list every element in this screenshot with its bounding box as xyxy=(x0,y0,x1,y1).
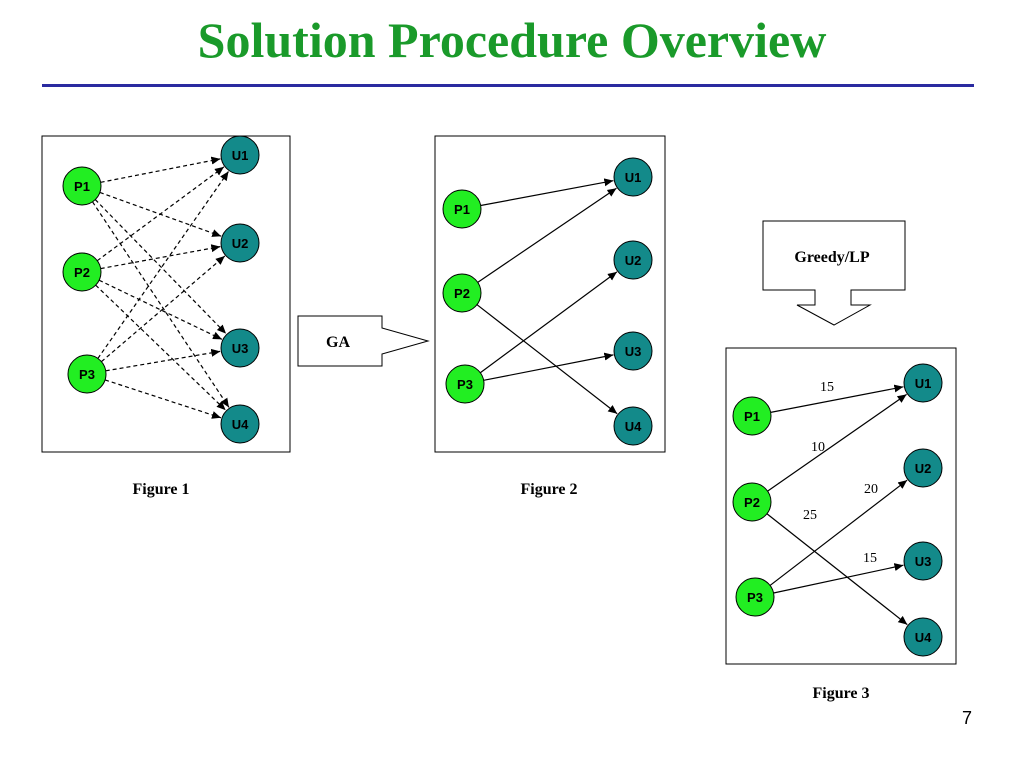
fig2-node-p1: P1 xyxy=(442,189,482,229)
page-number: 7 xyxy=(961,708,972,728)
fig1-node-label-p1: P1 xyxy=(74,179,90,194)
fig3-node-label-u4: U4 xyxy=(915,630,932,645)
fig2-edge-p2-u1 xyxy=(477,187,617,283)
fig1-node-label-u3: U3 xyxy=(232,341,249,356)
fig2-edge-p3-u2 xyxy=(479,271,618,374)
fig2-node-u3: U3 xyxy=(613,331,653,371)
title-underline xyxy=(42,84,974,87)
fig1-edge-p1-u4 xyxy=(92,201,230,408)
fig2-node-label-u3: U3 xyxy=(625,344,642,359)
fig1-node-u4: U4 xyxy=(220,404,260,444)
fig3-edge-p2-u4 xyxy=(766,513,908,626)
fig1-edge-p2-u2 xyxy=(100,244,221,270)
fig1-node-p1: P1 xyxy=(62,166,102,206)
greedy-lp-label: Greedy/LP xyxy=(794,249,869,266)
figure-2-caption: Figure 2 xyxy=(520,481,577,498)
fig3-edge-p1-u1 xyxy=(770,384,904,413)
fig1-node-u3: U3 xyxy=(220,328,260,368)
greedy-lp-arrow: Greedy/LP xyxy=(762,220,906,326)
fig1-node-label-p2: P2 xyxy=(74,265,90,280)
fig1-edge-p2-u3 xyxy=(98,279,223,340)
fig1-edge-p3-u2 xyxy=(101,255,226,363)
fig3-node-label-p3: P3 xyxy=(747,590,763,605)
fig1-node-label-u2: U2 xyxy=(232,236,249,251)
fig1-edge-p1-u1 xyxy=(100,156,221,183)
fig3-weight-p1-u1: 15 xyxy=(820,380,834,395)
fig1-edge-p3-u3 xyxy=(105,348,221,372)
fig2-edge-p2-u4 xyxy=(476,304,618,415)
fig3-node-label-u2: U2 xyxy=(915,461,932,476)
fig3-edge-p3-u2 xyxy=(769,479,908,586)
fig2-node-u1: U1 xyxy=(613,157,653,197)
fig3-node-u4: U4 xyxy=(903,617,943,657)
fig3-node-p3: P3 xyxy=(735,577,775,617)
fig1-node-label-p3: P3 xyxy=(79,367,95,382)
fig1-edge-p2-u4 xyxy=(95,284,227,411)
fig2-node-p2: P2 xyxy=(442,273,482,313)
ga-arrow: GA xyxy=(297,315,430,367)
nodes-layer: P1P2P3U1U2U3U4P1P2P3U1U2U3U4P1P2P3U1U2U3… xyxy=(62,135,943,657)
fig3-edge-p3-u3 xyxy=(773,563,904,594)
fig1-edge-p1-u3 xyxy=(94,199,227,335)
fig2-node-label-p3: P3 xyxy=(457,377,473,392)
fig3-node-label-u1: U1 xyxy=(915,376,932,391)
fig3-edge-p2-u1 xyxy=(767,393,907,492)
figure-3-caption: Figure 3 xyxy=(812,685,869,702)
fig3-weight-p2-u4: 25 xyxy=(803,508,817,523)
fig2-node-label-p2: P2 xyxy=(454,286,470,301)
fig3-node-u2: U2 xyxy=(903,448,943,488)
fig1-node-p3: P3 xyxy=(67,354,107,394)
fig3-weight-p3-u2: 20 xyxy=(864,482,878,497)
fig3-node-label-u3: U3 xyxy=(915,554,932,569)
fig2-node-p3: P3 xyxy=(445,364,485,404)
fig1-edge-p3-u1 xyxy=(97,171,230,359)
figure-1-caption: Figure 1 xyxy=(132,481,189,498)
fig1-node-u1: U1 xyxy=(220,135,260,175)
fig3-node-u1: U1 xyxy=(903,363,943,403)
fig2-node-u2: U2 xyxy=(613,240,653,280)
fig2-node-u4: U4 xyxy=(613,406,653,446)
fig1-edge-p2-u1 xyxy=(96,166,225,262)
fig2-node-label-u4: U4 xyxy=(625,419,642,434)
fig2-node-label-u1: U1 xyxy=(625,170,642,185)
fig3-node-u3: U3 xyxy=(903,541,943,581)
fig3-weight-p2-u1: 10 xyxy=(811,440,825,455)
fig3-node-p1: P1 xyxy=(732,396,772,436)
fig3-node-p2: P2 xyxy=(732,482,772,522)
fig3-node-label-p1: P1 xyxy=(744,409,760,424)
fig2-edge-p1-u1 xyxy=(480,178,614,207)
slide-title: Solution Procedure Overview xyxy=(197,12,827,68)
edges-layer xyxy=(92,156,908,626)
fig3-node-label-p2: P2 xyxy=(744,495,760,510)
fig2-node-label-u2: U2 xyxy=(625,253,642,268)
fig1-node-u2: U2 xyxy=(220,223,260,263)
edge-weights-layer: 15 10 25 20 15 xyxy=(803,380,878,566)
fig3-weight-p3-u3: 15 xyxy=(863,551,877,566)
ga-label: GA xyxy=(326,334,350,351)
fig1-node-p2: P2 xyxy=(62,252,102,292)
fig2-node-label-p1: P1 xyxy=(454,202,470,217)
fig1-edge-p3-u4 xyxy=(104,379,222,419)
fig1-node-label-u4: U4 xyxy=(232,417,249,432)
fig2-edge-p3-u3 xyxy=(483,352,614,381)
fig1-node-label-u1: U1 xyxy=(232,148,249,163)
